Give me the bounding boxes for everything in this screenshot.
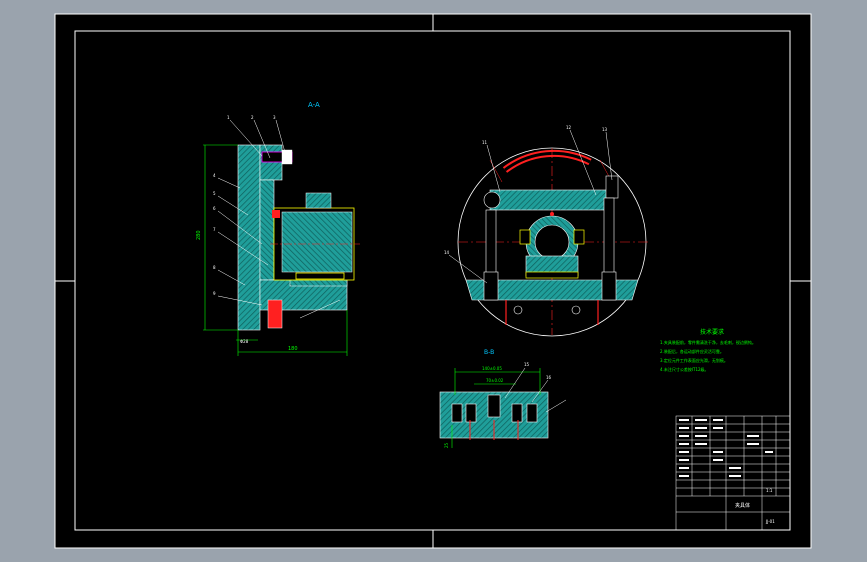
- svg-text:1: 1: [227, 115, 230, 120]
- main-front-view: 11 12 13 14: [444, 125, 650, 337]
- svg-text:3: 3: [273, 115, 276, 120]
- section-b-view: B-B 140±0.05 70±0.02 25 15 16: [439, 349, 567, 448]
- tech-req-line-3: 3.定位元件工作表面应光滑，无划痕。: [660, 357, 728, 363]
- title-block-scale: 1:1: [766, 488, 773, 493]
- title-block-name: 夹具体: [735, 502, 750, 509]
- svg-text:16: 16: [546, 375, 552, 380]
- svg-text:7: 7: [213, 227, 216, 232]
- title-block-drawing-no: JJ-01: [765, 519, 775, 524]
- sheet-background: [54, 13, 812, 549]
- svg-text:4: 4: [213, 173, 216, 178]
- dim-small: Φ28: [240, 339, 249, 344]
- svg-text:12: 12: [566, 125, 572, 130]
- title-block: [675, 415, 791, 531]
- dim-base-width: 180: [288, 346, 298, 352]
- svg-text:5: 5: [213, 191, 216, 196]
- svg-text:13: 13: [602, 127, 608, 132]
- section-b-title: B-B: [484, 349, 494, 356]
- section-b-left-dim: 25: [444, 442, 449, 448]
- technical-requirements: 技术要求 1.夹具装配前，零件需清洗干净，去毛刺，锐边倒钝。 2.装配后，各运动…: [660, 328, 756, 372]
- section-b-top-dim: 140±0.05: [482, 366, 502, 371]
- tech-req-line-4: 4.未注尺寸公差按IT12级。: [660, 366, 709, 372]
- tech-req-title: 技术要求: [700, 328, 724, 336]
- section-a-view: A-A 1 2 3: [196, 101, 360, 356]
- tech-req-line-2: 2.装配后，各运动部件应灵活可靠。: [660, 348, 724, 354]
- svg-text:6: 6: [213, 206, 216, 211]
- title-block-fill: [679, 419, 773, 477]
- svg-text:11: 11: [482, 140, 488, 145]
- svg-text:15: 15: [524, 362, 530, 367]
- tech-req-line-1: 1.夹具装配前，零件需清洗干净，去毛刺，锐边倒钝。: [660, 339, 756, 345]
- svg-text:9: 9: [213, 291, 216, 296]
- dim-total-height: 280: [196, 230, 202, 240]
- section-b-mid-dim: 70±0.02: [486, 378, 504, 383]
- svg-text:14: 14: [444, 250, 450, 255]
- section-a-title: A-A: [308, 101, 320, 109]
- svg-text:2: 2: [251, 115, 254, 120]
- svg-text:8: 8: [213, 265, 216, 270]
